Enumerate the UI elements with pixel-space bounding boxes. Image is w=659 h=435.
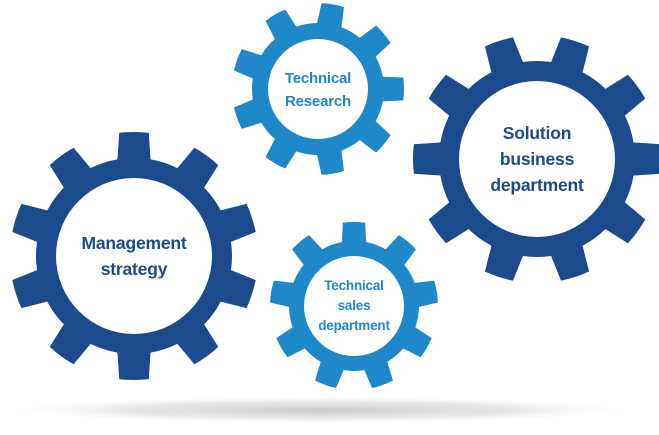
gear-label-solution-business-department: Solution business department [490, 123, 584, 195]
gear-center-research [268, 39, 368, 139]
gear-label-management-strategy: Management strategy [81, 233, 187, 279]
ground-shadow [0, 396, 650, 424]
gear-label-technical-sales-department: Technical sales department [318, 278, 390, 333]
gear-sales [270, 222, 438, 389]
gear-solution [412, 37, 659, 281]
gear-center-solution [459, 81, 615, 237]
gear-center-sales [304, 256, 404, 356]
gear-research [234, 3, 404, 175]
gear-center-management [56, 178, 212, 334]
gear-management [12, 131, 256, 381]
gear-label-technical-research: Technical Research [284, 70, 352, 110]
